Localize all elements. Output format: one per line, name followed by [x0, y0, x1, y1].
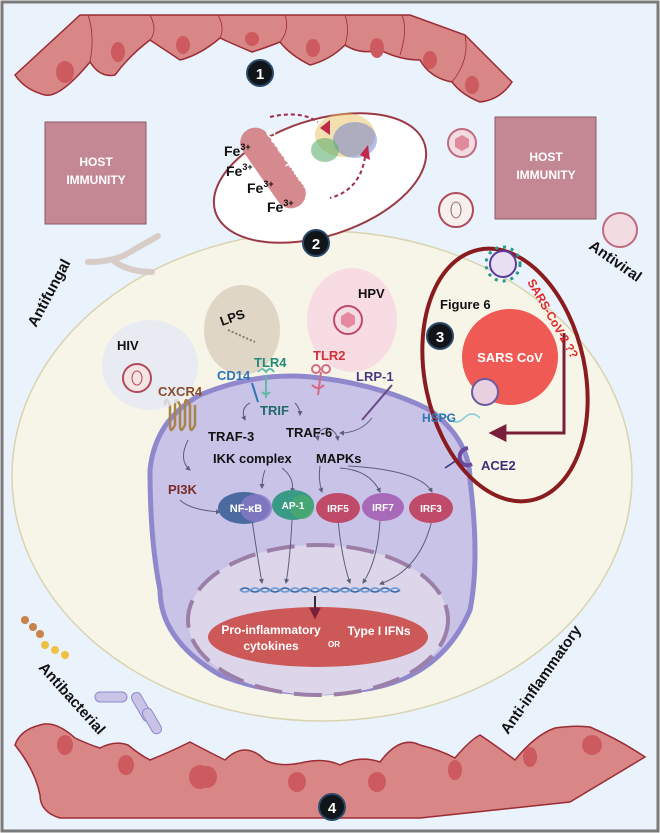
hpv-label: HPV: [358, 286, 385, 301]
sars-ring: [420, 246, 590, 504]
irf5-blob: [316, 493, 360, 523]
lrp1-label: LRP-1: [356, 369, 394, 384]
host-immunity-right-line2: IMMUNITY: [516, 168, 575, 182]
cd14-receptor-icon: [251, 382, 259, 403]
bottom-epithelium: [14, 723, 647, 819]
host-immunity-box-right: [494, 116, 597, 220]
hiv-label: HIV: [117, 338, 139, 353]
virus-icon-right-top: [447, 128, 477, 158]
output-pro-inflammatory-line2: cytokines: [243, 639, 299, 653]
tf-irf5-label: IRF5: [327, 504, 349, 515]
traf3-label: TRAF-3: [208, 429, 254, 444]
host-immunity-left-line2: IMMUNITY: [66, 173, 125, 187]
tf-ap1-label: AP-1: [282, 501, 305, 512]
fungus-icon: [85, 233, 161, 275]
ceruloplasmin-pill: [240, 127, 306, 209]
badge-2-label: 2: [312, 236, 320, 253]
output-pro-inflammatory-line1: Pro-inflammatory: [221, 623, 321, 637]
antibacterial-molecule-icon: [21, 616, 69, 659]
tf-irf3-label: IRF3: [420, 504, 442, 515]
badge-3-label: 3: [436, 329, 444, 346]
traf6-label: TRAF-6: [286, 425, 332, 440]
sars-cov-label: SARS CoV: [477, 350, 543, 365]
tf-irf7-label: IRF7: [372, 503, 394, 514]
tlr2-receptor-icon: [311, 364, 331, 396]
hpv-virus-icon: [333, 305, 363, 335]
irf3-blob: [409, 493, 453, 523]
host-immunity-box-left: [44, 121, 147, 225]
fe-ion-4: Fe3+: [267, 198, 294, 215]
pi3k-label: PI3K: [168, 482, 198, 497]
ceruloplasmin-protein-icon: [311, 113, 377, 162]
mapks-label: MAPKs: [316, 451, 362, 466]
badge-1-label: 1: [256, 66, 264, 83]
bacteria-icon: [94, 691, 162, 735]
tlr4-label: TLR4: [254, 355, 287, 370]
badge-4-label: 4: [328, 800, 337, 817]
ikk-complex-label: IKK complex: [213, 451, 293, 466]
hspg-icon: [431, 413, 481, 423]
fe-ion-3: Fe3+: [247, 179, 274, 196]
cd14-label: CD14: [217, 368, 251, 383]
output-oval: [208, 607, 428, 667]
lps-molecule-icon: [227, 329, 256, 343]
figure6-label: Figure 6: [440, 297, 491, 312]
host-immunity-left-line1: HOST: [79, 155, 113, 169]
virus-icon-right-mid: [438, 192, 474, 228]
top-epithelium: [14, 14, 513, 103]
cxcr4-label: CXCR4: [158, 384, 203, 399]
badge-3: [426, 322, 454, 350]
ceruloplasmin-binding-path: [269, 113, 366, 199]
trif-label: TRIF: [260, 403, 289, 418]
tlr4-receptor-icon: [257, 368, 275, 398]
virus-icon-antiviral: [602, 212, 638, 248]
ace2-label: ACE2: [481, 458, 516, 473]
badge-1: [246, 59, 274, 87]
irf7-blob: [362, 493, 404, 521]
tf-nfkb-label: NF-κB: [230, 503, 262, 515]
tf-blobs: [218, 490, 453, 524]
lrp1-receptor-icon: [361, 384, 393, 421]
tlr2-label: TLR2: [313, 348, 346, 363]
hiv-virus-icon: [122, 363, 152, 393]
fe-ion-2: Fe3+: [226, 162, 253, 179]
output-or-label: OR: [328, 640, 340, 649]
output-type1-ifns: Type I IFNs: [347, 624, 410, 638]
sars-cov2-arrow: [488, 333, 566, 442]
badge-2: [302, 229, 330, 257]
hspg-label: HSPG: [422, 411, 456, 425]
sars-cov2-virus-icon: [484, 245, 522, 283]
fe-ion-1: Fe3+: [224, 142, 251, 159]
lps-bubble: [204, 285, 280, 375]
sars-cov-virus-icon: [471, 378, 499, 406]
badge-4: [318, 793, 346, 821]
host-immunity-right-line1: HOST: [529, 150, 563, 164]
cxcr4-receptor-icon: [163, 398, 197, 432]
